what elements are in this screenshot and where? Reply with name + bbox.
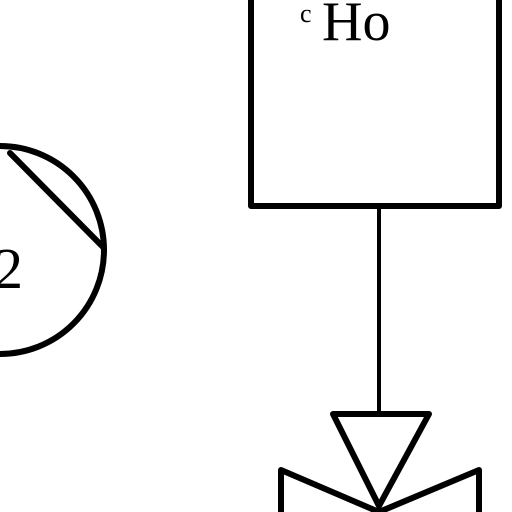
- circle-outline: [0, 143, 107, 357]
- bowtie-right: [376, 467, 482, 512]
- box-node: c Ho: [248, 0, 502, 209]
- box-label: Ho: [322, 0, 390, 53]
- box-superscript: c: [300, 0, 312, 28]
- bowtie-left: [278, 467, 382, 512]
- bowtie-symbol: [278, 467, 482, 512]
- arrow-triangle: [330, 411, 432, 509]
- circle-chord: [7, 150, 106, 250]
- box-outline: [248, 0, 502, 209]
- circle-label: 2: [0, 236, 23, 301]
- circle-node: 2: [0, 143, 107, 357]
